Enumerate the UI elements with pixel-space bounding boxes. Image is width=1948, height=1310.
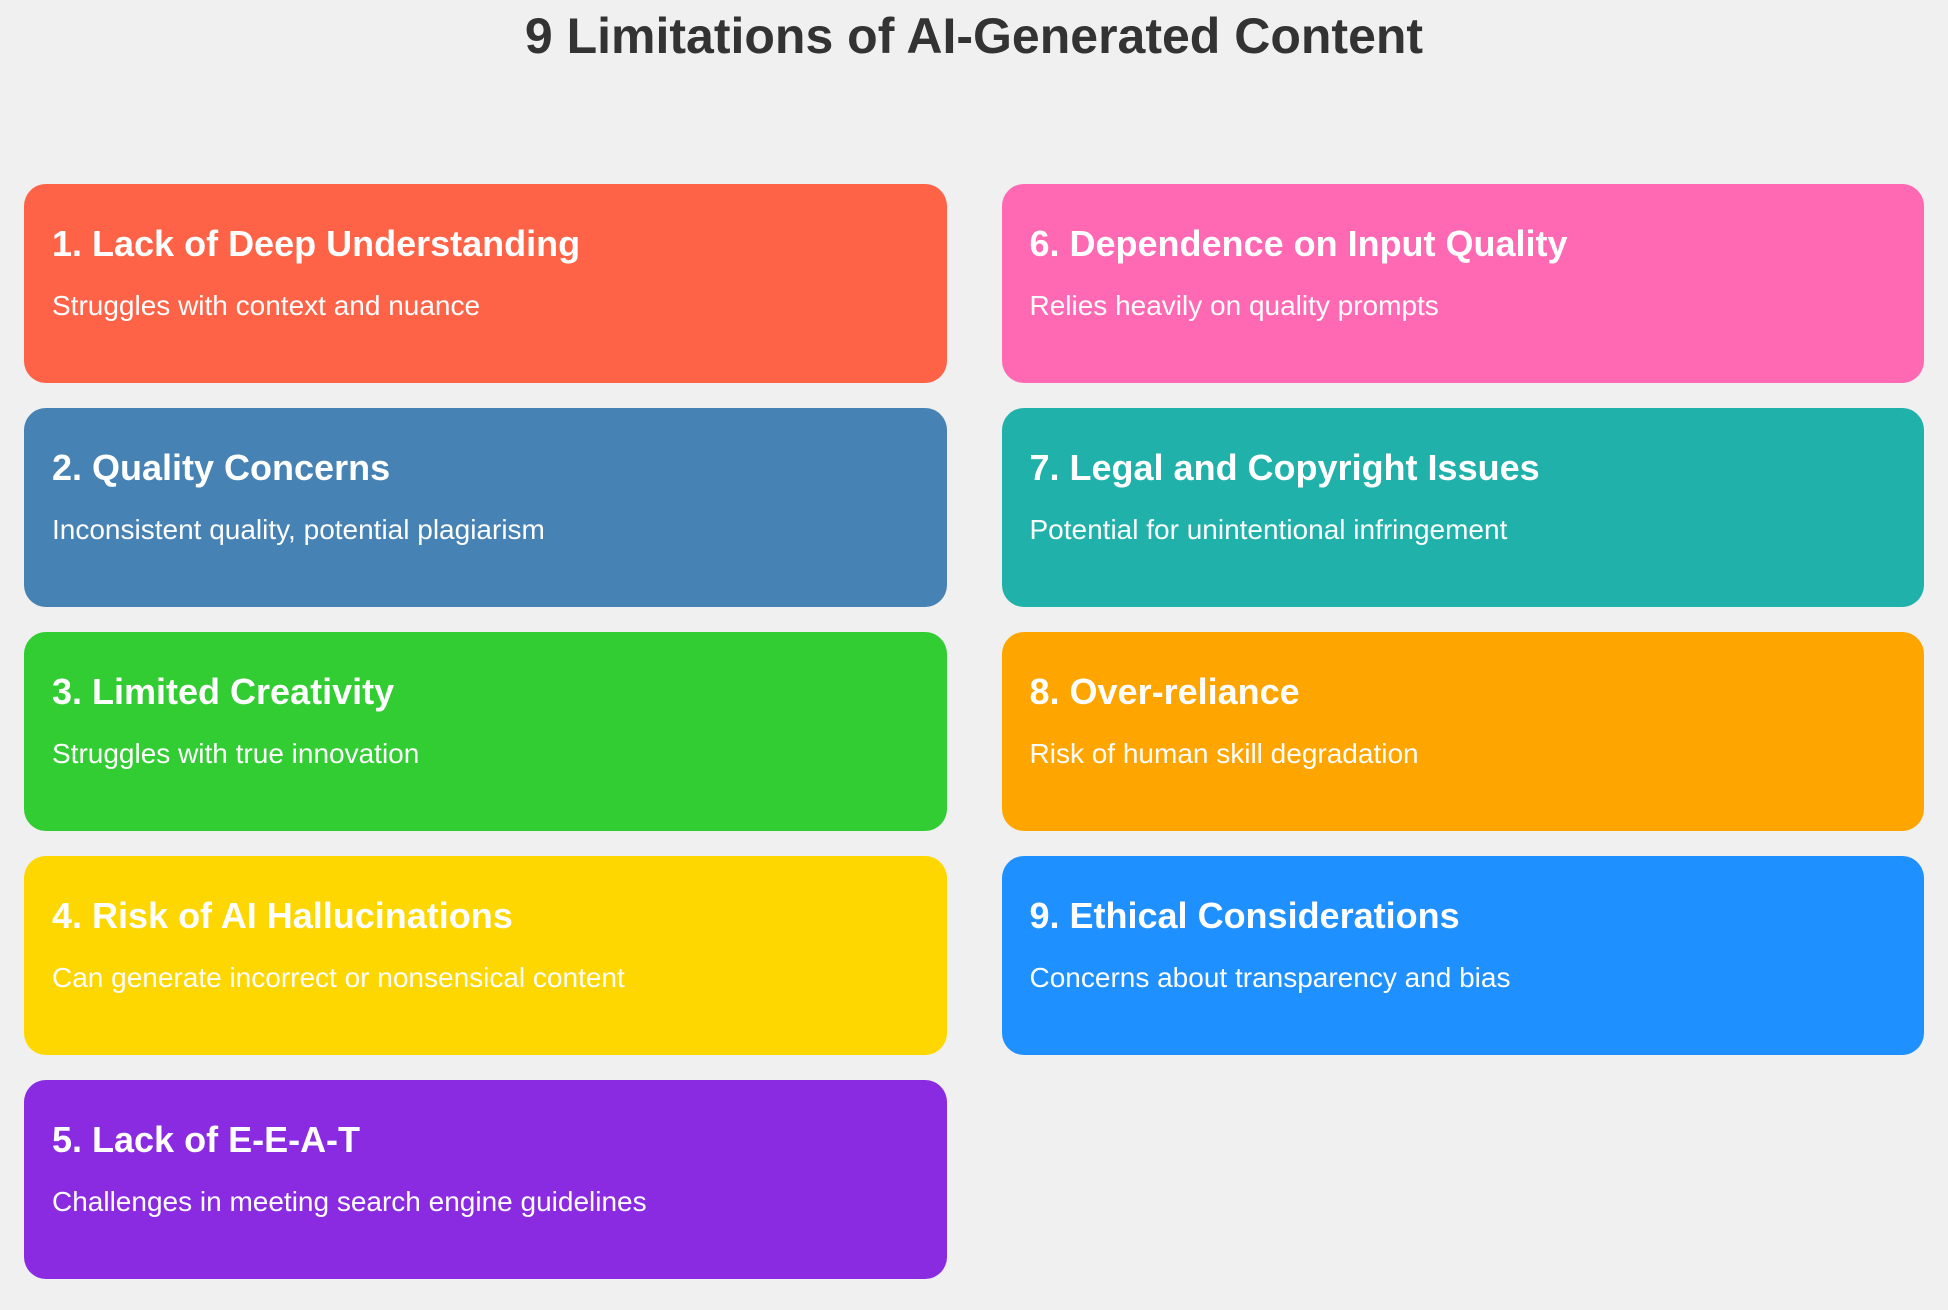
right-column: 6. Dependence on Input Quality Relies he… — [1001, 183, 1924, 1279]
card-heading: 1. Lack of Deep Understanding — [52, 222, 581, 264]
card-3-limited-creativity: 3. Limited Creativity Struggles with tru… — [24, 631, 947, 831]
card-description: Inconsistent quality, potential plagiari… — [52, 513, 545, 545]
card-description: Potential for unintentional infringement — [1029, 513, 1508, 545]
card-description: Struggles with context and nuance — [52, 289, 481, 321]
page-background: { "page": { "title": "9 Limitations of A… — [0, 8, 1948, 1310]
card-5-lack-of-eeat: 5. Lack of E-E-A-T Challenges in meeting… — [24, 1079, 947, 1279]
card-6-dependence-on-input-quality: 6. Dependence on Input Quality Relies he… — [1001, 183, 1924, 383]
card-description: Concerns about transparency and bias — [1029, 961, 1511, 993]
card-2-quality-concerns: 2. Quality Concerns Inconsistent quality… — [24, 407, 947, 607]
card-heading: 4. Risk of AI Hallucinations — [52, 894, 513, 936]
card-8-over-reliance: 8. Over-reliance Risk of human skill deg… — [1001, 631, 1924, 831]
card-description: Risk of human skill degradation — [1029, 737, 1419, 769]
card-1-lack-of-deep-understanding: 1. Lack of Deep Understanding Struggles … — [24, 183, 947, 383]
card-heading: 7. Legal and Copyright Issues — [1029, 446, 1540, 488]
card-description: Relies heavily on quality prompts — [1029, 289, 1439, 321]
card-description: Can generate incorrect or nonsensical co… — [52, 961, 625, 993]
card-4-risk-of-ai-hallucinations: 4. Risk of AI Hallucinations Can generat… — [24, 855, 947, 1055]
card-heading: 9. Ethical Considerations — [1029, 894, 1460, 936]
left-column: 1. Lack of Deep Understanding Struggles … — [24, 183, 947, 1279]
card-description: Challenges in meeting search engine guid… — [52, 1185, 647, 1217]
card-heading: 3. Limited Creativity — [52, 670, 395, 712]
card-heading: 6. Dependence on Input Quality — [1029, 222, 1568, 264]
card-7-legal-and-copyright-issues: 7. Legal and Copyright Issues Potential … — [1001, 407, 1924, 607]
cards-grid: 1. Lack of Deep Understanding Struggles … — [0, 183, 1948, 1279]
card-heading: 8. Over-reliance — [1029, 670, 1300, 712]
page-title: 9 Limitations of AI-Generated Content — [524, 8, 1424, 64]
card-9-ethical-considerations: 9. Ethical Considerations Concerns about… — [1001, 855, 1924, 1055]
card-heading: 5. Lack of E-E-A-T — [52, 1118, 361, 1160]
card-description: Struggles with true innovation — [52, 737, 420, 769]
card-heading: 2. Quality Concerns — [52, 446, 391, 488]
